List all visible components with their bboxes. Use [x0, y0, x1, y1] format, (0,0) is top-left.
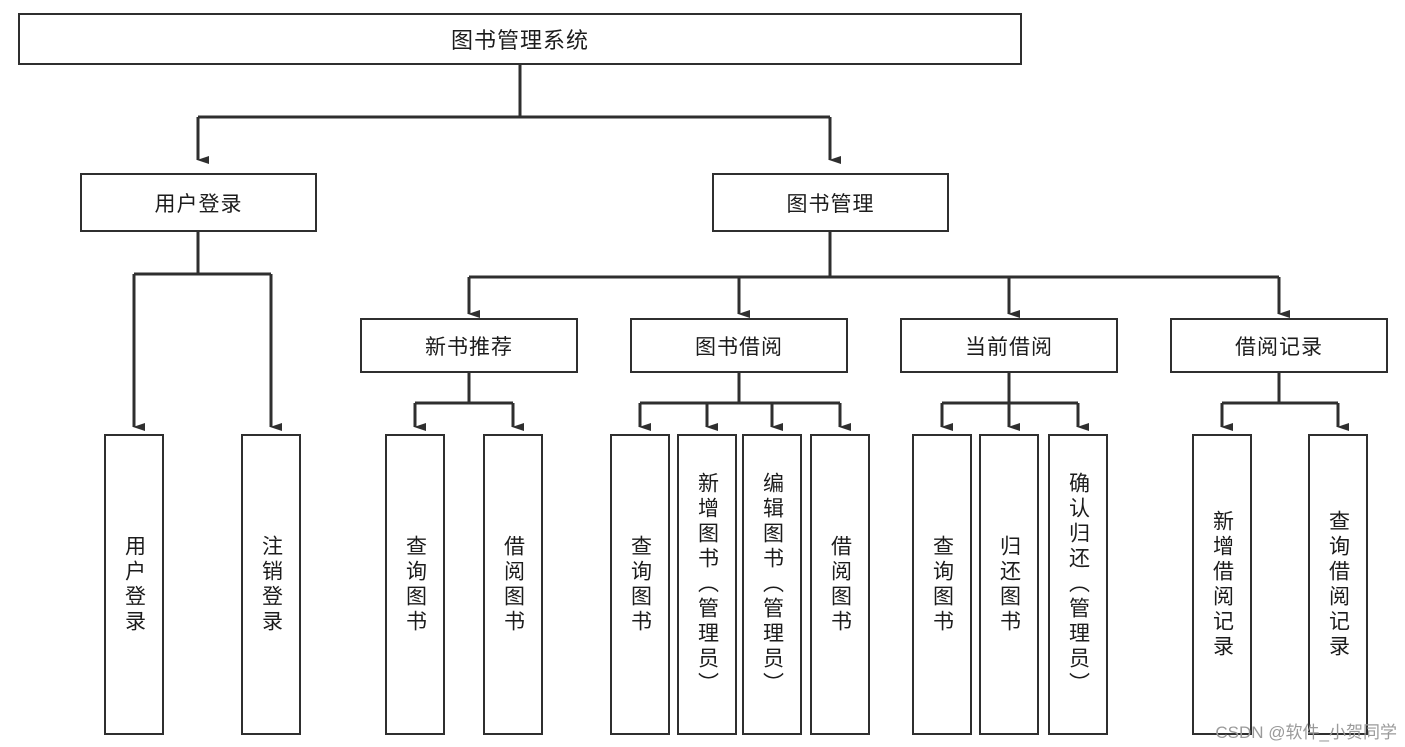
leaf-user-login[interactable]: 用户登录 [104, 434, 164, 735]
leaf-label: 借阅图书 [828, 534, 852, 635]
leaf-label: 编辑图书（管理员） [760, 472, 784, 697]
leaf-label: 用户登录 [122, 534, 146, 635]
leaf-query-book-recommend[interactable]: 查询图书 [385, 434, 445, 735]
node-current-borrow[interactable]: 当前借阅 [900, 318, 1118, 373]
node-root-system[interactable]: 图书管理系统 [18, 13, 1022, 65]
leaf-borrow-book-recommend[interactable]: 借阅图书 [483, 434, 543, 735]
node-borrow-records[interactable]: 借阅记录 [1170, 318, 1388, 373]
leaf-label: 新增借阅记录 [1210, 509, 1234, 660]
node-user-login[interactable]: 用户登录 [80, 173, 317, 232]
watermark: CSDN @软件_小贺同学 [1215, 723, 1397, 742]
leaf-label: 查询图书 [628, 534, 652, 635]
leaf-query-book-borrow[interactable]: 查询图书 [610, 434, 670, 735]
leaf-edit-book-admin[interactable]: 编辑图书（管理员） [742, 434, 802, 735]
node-new-book-recommend[interactable]: 新书推荐 [360, 318, 578, 373]
leaf-add-book-admin[interactable]: 新增图书（管理员） [677, 434, 737, 735]
leaf-label: 新增图书（管理员） [695, 472, 719, 697]
leaf-label: 借阅图书 [501, 534, 525, 635]
leaf-add-borrow-record[interactable]: 新增借阅记录 [1192, 434, 1252, 735]
node-book-management[interactable]: 图书管理 [712, 173, 949, 232]
leaf-label: 查询图书 [403, 534, 427, 635]
leaf-label: 查询图书 [930, 534, 954, 635]
leaf-borrow-book[interactable]: 借阅图书 [810, 434, 870, 735]
leaf-label: 归还图书 [997, 534, 1021, 635]
node-book-borrow[interactable]: 图书借阅 [630, 318, 848, 373]
leaf-label: 查询借阅记录 [1326, 509, 1350, 660]
leaf-return-book[interactable]: 归还图书 [979, 434, 1039, 735]
leaf-logout-login[interactable]: 注销登录 [241, 434, 301, 735]
leaf-label: 注销登录 [259, 534, 283, 635]
leaf-query-book-current[interactable]: 查询图书 [912, 434, 972, 735]
leaf-label: 确认归还（管理员） [1066, 472, 1090, 697]
leaf-confirm-return-admin[interactable]: 确认归还（管理员） [1048, 434, 1108, 735]
leaf-query-borrow-record[interactable]: 查询借阅记录 [1308, 434, 1368, 735]
